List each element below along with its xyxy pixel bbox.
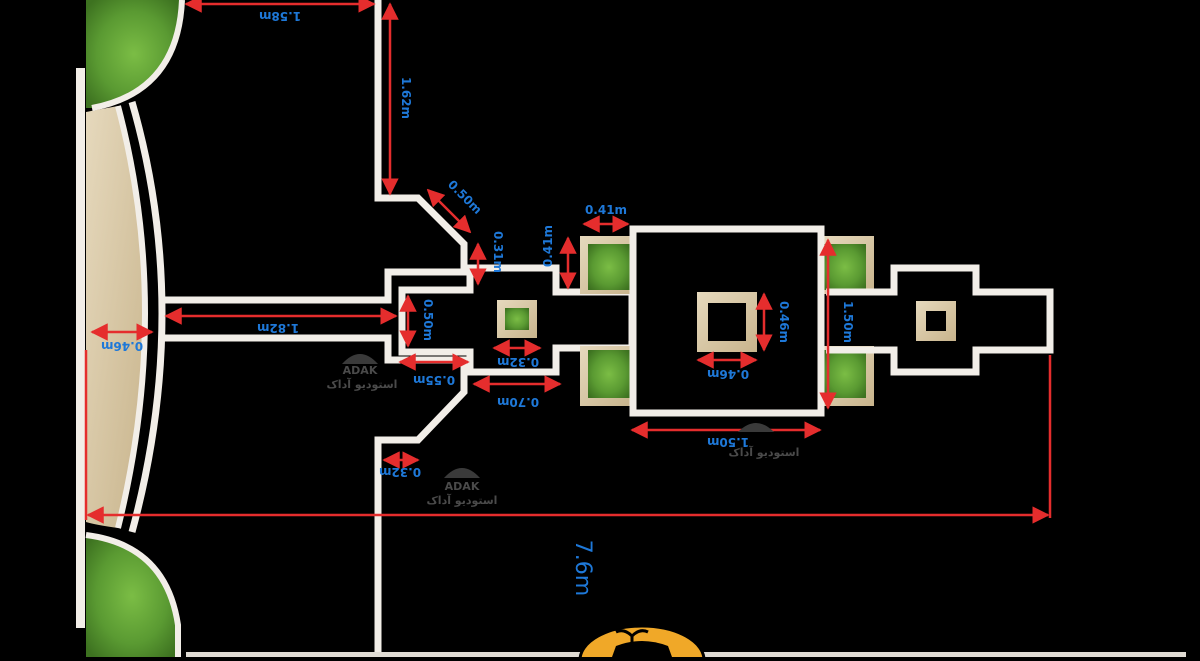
dimension-lines (84, 0, 1052, 524)
dim-label-edge-width: 0.46m (101, 339, 143, 353)
watermark-subtitle: استودیو آداک (327, 377, 398, 391)
lower-wall-outline (162, 334, 468, 657)
dim-label-box-small: 0.41m (541, 225, 555, 267)
palm-tree-icon (615, 629, 649, 648)
right-section-outline (826, 264, 1054, 376)
curved-edge-inner (115, 105, 148, 529)
dim-label-top-width: 1.58m (259, 9, 301, 23)
dim-label-lower-gap: 0.55m (413, 373, 455, 387)
dim-label-step-small: 0.31m (491, 231, 505, 273)
watermark-mid: ADAK استودیو آداک (327, 354, 398, 391)
watermark-right: استودیو آداک (729, 423, 800, 459)
dim-label-width-070: 0.70m (497, 395, 539, 409)
curved-stone-band (86, 106, 145, 528)
watermark-brand: ADAK (343, 364, 378, 377)
grass-bottom-left (86, 535, 178, 657)
dim-label-inner-gap: 0.50m (421, 299, 435, 341)
dim-label-wall-height: 1.62m (399, 77, 413, 119)
svg-text:ADAK: ADAK (445, 480, 480, 493)
svg-text:استودیو آداک: استودیو آداک (729, 445, 800, 459)
dim-label-center-inner-h: 0.46m (777, 301, 791, 343)
dim-label-center-bottom: 1.50m (707, 435, 749, 449)
upper-wall-outline (162, 0, 468, 304)
dim-label-lower-step: 0.32m (379, 465, 421, 479)
dim-label-small-inner: 0.32m (497, 355, 539, 369)
dim-label-box-top: 0.41m (585, 203, 627, 217)
dim-label-center-side: 1.50m (841, 301, 855, 343)
dim-label-center-inner-w: 0.46m (707, 367, 749, 381)
svg-text:استودیو آداک: استودیو آداک (427, 493, 498, 507)
dim-label-total-length: 7.6m (570, 540, 595, 596)
dim-label-walk-length: 1.82m (257, 321, 299, 335)
grass-top-left (86, 0, 182, 108)
logo-badge (578, 624, 706, 661)
curved-edge-outer (128, 101, 166, 533)
left-wall (76, 68, 85, 628)
watermark-lower: ADAK استودیو آداک (427, 468, 498, 507)
